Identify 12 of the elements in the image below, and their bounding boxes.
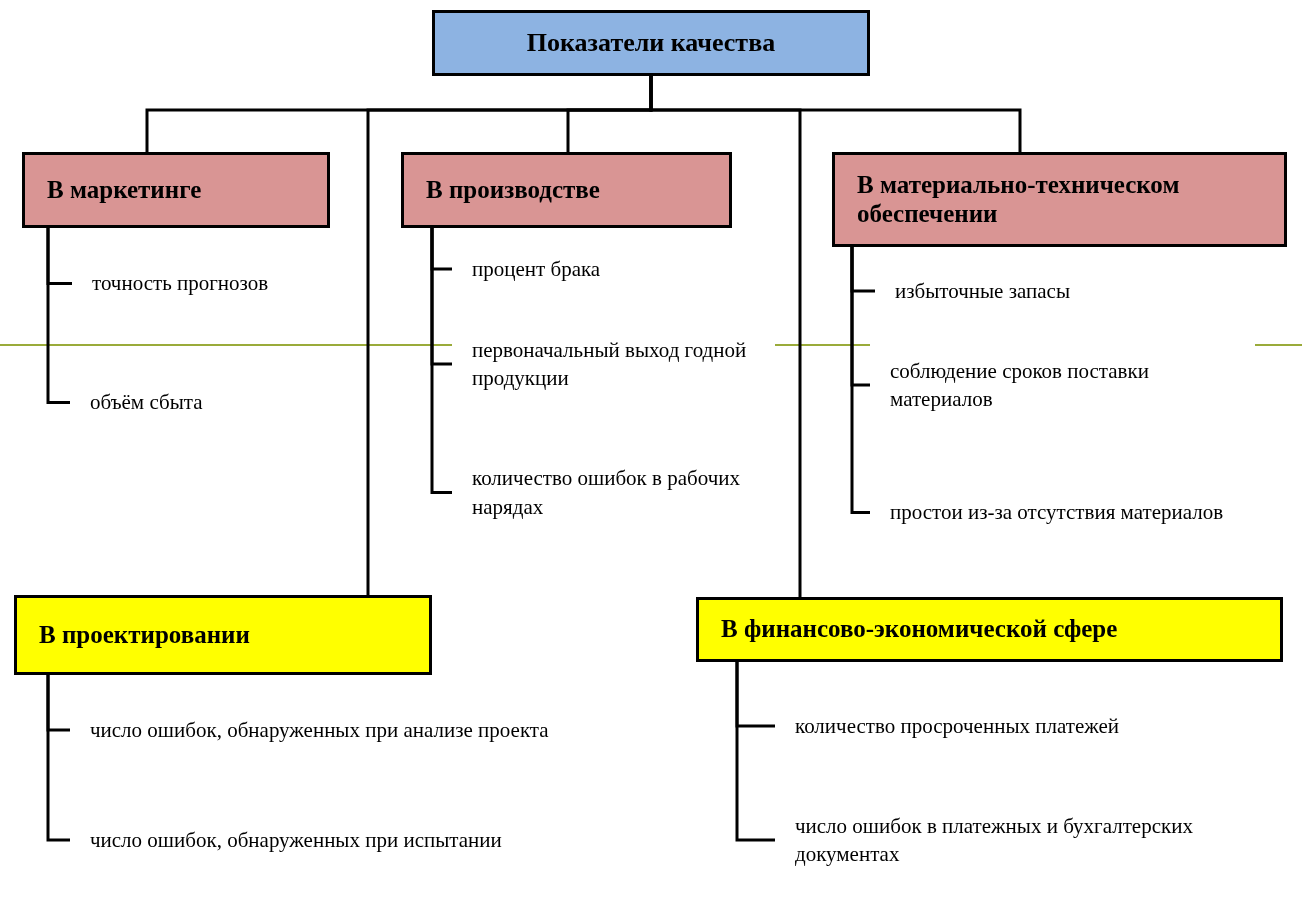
title-box: Показатели качества xyxy=(432,10,870,76)
category-box: В материально-техническом обеспечении xyxy=(832,152,1287,247)
connector-line xyxy=(850,247,870,514)
connector-line xyxy=(46,675,70,842)
connector-line xyxy=(430,228,452,494)
category-box: В маркетинге xyxy=(22,152,330,228)
connector-line xyxy=(649,76,1022,152)
category-box: В производстве xyxy=(401,152,732,228)
connector-line xyxy=(735,662,775,842)
category-box: В проектировании xyxy=(14,595,432,675)
connector-line xyxy=(46,228,70,404)
category-box: В финансово-экономической сфере xyxy=(696,597,1283,662)
